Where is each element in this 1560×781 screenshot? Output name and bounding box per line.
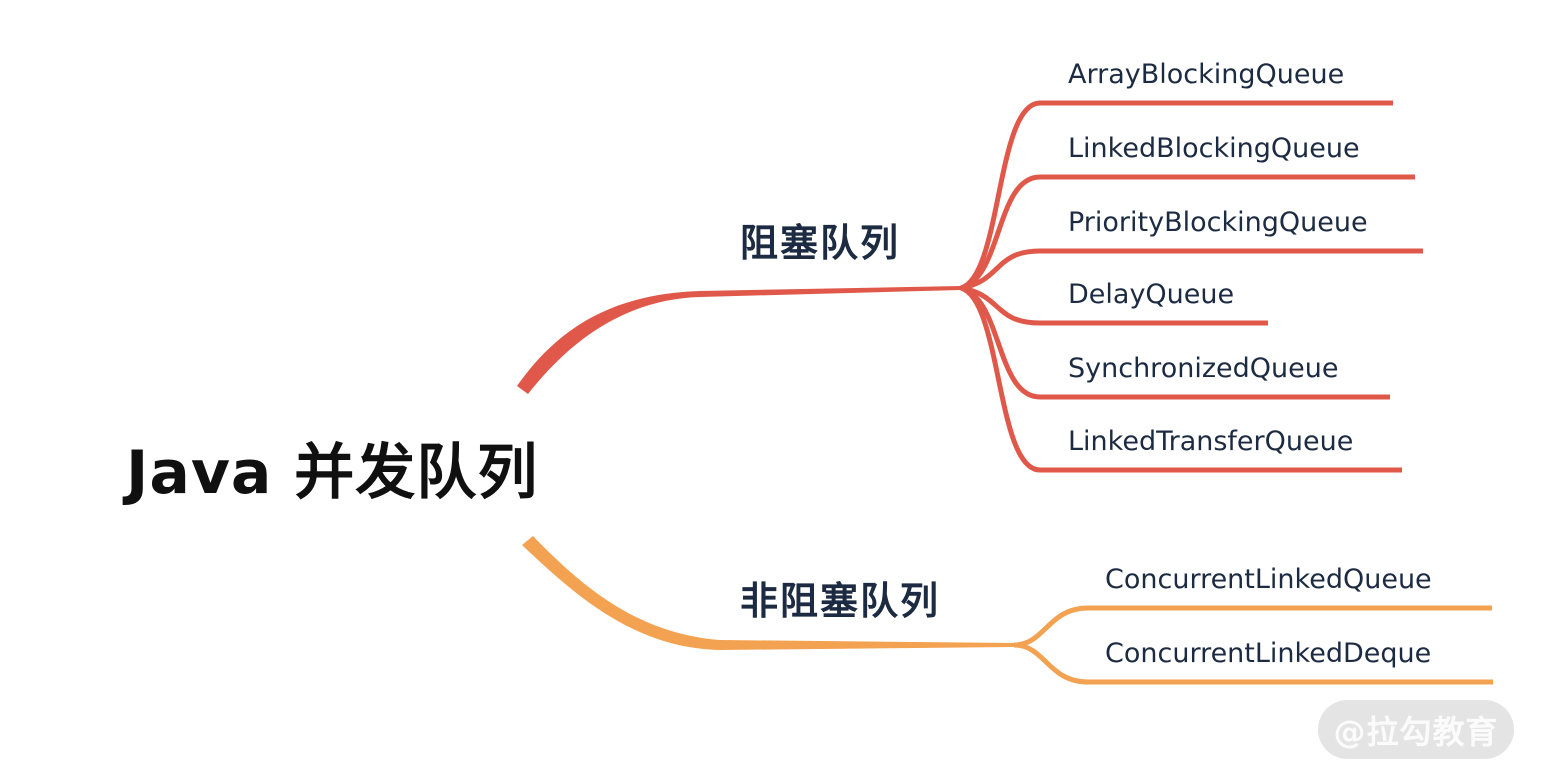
leaf-line-concurrentlinkedqueue <box>1013 605 1492 648</box>
leaf-line-priorityblockingqueue <box>960 248 1423 291</box>
root-node-label: Java 并发队列 <box>126 438 539 508</box>
branch-nonblocking-leaf-lines <box>1013 605 1493 685</box>
branch-blocking-trunk <box>517 286 961 394</box>
leaf-node-arrayblockingqueue: ArrayBlockingQueue <box>1068 59 1345 90</box>
branch-blocking-leaf-lines <box>959 100 1423 473</box>
leaf-line-concurrentlinkeddeque <box>1013 642 1493 685</box>
leaf-node-priorityblockingqueue: PriorityBlockingQueue <box>1068 207 1368 238</box>
watermark-badge: @拉勾教育 <box>1318 700 1514 759</box>
branch-nonblocking-trunk <box>522 536 1014 650</box>
leaf-node-linkedtransferqueue: LinkedTransferQueue <box>1068 426 1354 457</box>
branch-label-nonblocking: 非阻塞队列 <box>740 579 941 623</box>
leaf-node-delayqueue: DelayQueue <box>1068 279 1235 310</box>
leaf-node-linkedblockingqueue: LinkedBlockingQueue <box>1068 133 1360 164</box>
leaf-line-arrayblockingqueue <box>959 100 1393 291</box>
branch-label-blocking: 阻塞队列 <box>740 221 901 265</box>
leaf-line-linkedtransferqueue <box>959 285 1402 473</box>
watermark-text: @拉勾教育 <box>1333 712 1499 751</box>
leaf-line-delayqueue <box>960 285 1268 326</box>
leaf-line-linkedblockingqueue <box>960 174 1415 291</box>
leaf-node-concurrentlinkeddeque: ConcurrentLinkedDeque <box>1105 638 1432 669</box>
leaf-node-synchronizedqueue: SynchronizedQueue <box>1068 353 1339 384</box>
leaf-node-concurrentlinkedqueue: ConcurrentLinkedQueue <box>1105 564 1432 595</box>
